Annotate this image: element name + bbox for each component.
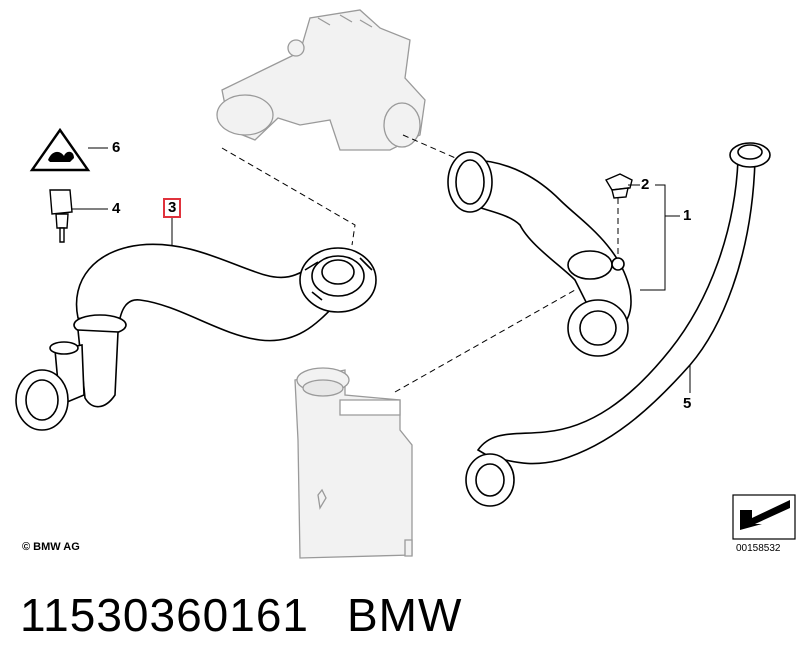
diagram-direction-badge	[732, 494, 796, 540]
leader-lines	[72, 147, 691, 393]
callout-3-selected[interactable]: 3	[163, 198, 182, 218]
hose-part-1[interactable]	[447, 151, 632, 357]
thermostat-housing	[216, 9, 426, 151]
hose-connector-left	[15, 341, 85, 431]
screw-part-2[interactable]	[604, 173, 633, 199]
warning-label-part-6[interactable]	[29, 127, 91, 172]
copyright-text: © BMW AG	[22, 541, 80, 553]
part-caption: 11530360161 BMW	[20, 588, 462, 642]
callout-1[interactable]: 1	[683, 207, 692, 224]
part-number: 11530360161	[20, 589, 309, 641]
guide-lines	[221, 134, 619, 393]
parts-diagram	[15, 9, 796, 559]
document-number: 00158532	[736, 543, 781, 554]
sensor-part-4[interactable]	[49, 189, 73, 243]
brand-name: BMW	[347, 589, 463, 641]
hose-part-3[interactable]	[73, 243, 377, 408]
callout-2[interactable]: 2	[641, 176, 650, 193]
hose-part-5[interactable]	[465, 142, 771, 507]
callout-4[interactable]: 4	[112, 200, 121, 217]
callout-5[interactable]: 5	[683, 395, 692, 412]
callout-6[interactable]: 6	[112, 139, 121, 156]
expansion-tank	[294, 367, 413, 559]
